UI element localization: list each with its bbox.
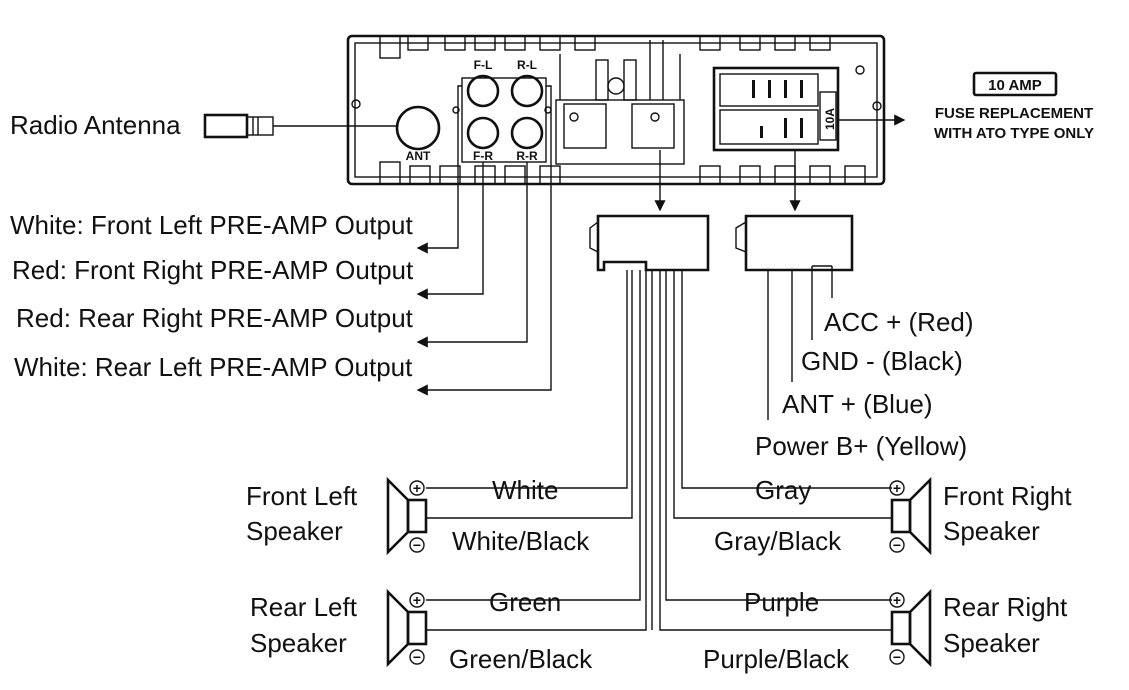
wire-rear-left-neg: Green/Black: [449, 644, 593, 674]
rca-label-fr: F-R: [473, 149, 493, 163]
svg-text:+: +: [413, 592, 421, 608]
preamp-output-rear-right: Red: Rear Right PRE-AMP Output: [16, 303, 414, 333]
fuse-holder: [819, 91, 837, 141]
plus-icon: [409, 480, 425, 496]
fuse-note: 10 AMP FUSE REPLACEMENT WITH ATO TYPE ON…: [838, 71, 1094, 142]
speaker-socket: [555, 40, 685, 165]
speaker-harness-plug: [426, 214, 892, 631]
fuse-rating-label: 10A: [823, 108, 837, 130]
power-socket: 10A: [712, 66, 840, 152]
speaker-front-right-label-1: Front Right: [943, 481, 1072, 511]
rca-label-rl: R-L: [517, 58, 537, 72]
antenna-port-label: ANT: [406, 149, 431, 163]
fuse-line1: FUSE REPLACEMENT: [935, 105, 1093, 122]
preamp-output-rear-left: White: Rear Left PRE-AMP Output: [14, 352, 413, 382]
minus-icon: [409, 537, 425, 553]
speaker-front-left-label-1: Front Left: [246, 481, 358, 511]
power-wire-acc: ACC + (Red): [824, 307, 974, 337]
svg-text:−: −: [413, 649, 421, 665]
fuse-badge: 10 AMP: [988, 77, 1042, 94]
minus-icon: [889, 649, 905, 665]
svg-text:−: −: [893, 537, 901, 553]
wire-front-left-neg: White/Black: [452, 526, 590, 556]
speaker-rear-right-label-1: Rear Right: [943, 592, 1068, 622]
plus-icon: [889, 592, 905, 608]
rca-jack-front-right: [466, 116, 500, 150]
antenna-plug: [203, 113, 397, 139]
speaker-front-right-label-2: Speaker: [943, 516, 1040, 546]
speaker-rear-left-label-2: Speaker: [250, 628, 347, 658]
speaker-front-left: + −: [386, 476, 428, 556]
svg-text:−: −: [893, 649, 901, 665]
speaker-rear-right-label-2: Speaker: [943, 628, 1040, 658]
speaker-front-left-label-2: Speaker: [246, 516, 343, 546]
preamp-output-front-left: White: Front Left PRE-AMP Output: [10, 210, 413, 240]
power-wire-battery: Power B+ (Yellow): [755, 431, 967, 461]
power-wire-gnd: GND - (Black): [801, 346, 963, 376]
head-unit-back-panel: ANT F-L R-L F-R R-R: [346, 34, 886, 186]
rca-jack-front-left: [466, 74, 500, 108]
minus-icon: [889, 537, 905, 553]
wire-front-right-neg: Gray/Black: [714, 526, 842, 556]
svg-text:+: +: [893, 480, 901, 496]
plus-icon: [409, 592, 425, 608]
power-wire-ant: ANT + (Blue): [782, 389, 933, 419]
svg-text:+: +: [413, 480, 421, 496]
speaker-rear-left-label-1: Rear Left: [250, 592, 358, 622]
rca-jack-rear-right: [510, 116, 544, 150]
wire-rear-right-pos: Purple: [744, 587, 819, 617]
preamp-output-front-right: Red: Front Right PRE-AMP Output: [12, 255, 414, 285]
minus-icon: [409, 649, 425, 665]
rca-label-rr: R-R: [516, 149, 538, 163]
rca-jack-rear-left: [510, 74, 544, 108]
rca-label-fl: F-L: [474, 58, 493, 72]
speaker-rear-right: + −: [889, 588, 932, 668]
preamp-leaders: [416, 85, 552, 396]
antenna-port: [395, 105, 441, 151]
wire-rear-left-pos: Green: [489, 587, 561, 617]
svg-text:+: +: [893, 592, 901, 608]
speaker-front-right: + −: [889, 476, 932, 556]
speaker-rear-left: + −: [386, 588, 428, 668]
power-harness-plug: [735, 214, 854, 420]
wire-rear-right-neg: Purple/Black: [703, 644, 850, 674]
antenna-label: Radio Antenna: [10, 110, 181, 140]
wire-front-left-pos: White: [492, 475, 558, 505]
svg-text:−: −: [413, 537, 421, 553]
wire-front-right-pos: Gray: [755, 475, 811, 505]
plus-icon: [889, 480, 905, 496]
fuse-line2: WITH ATO TYPE ONLY: [934, 125, 1094, 142]
